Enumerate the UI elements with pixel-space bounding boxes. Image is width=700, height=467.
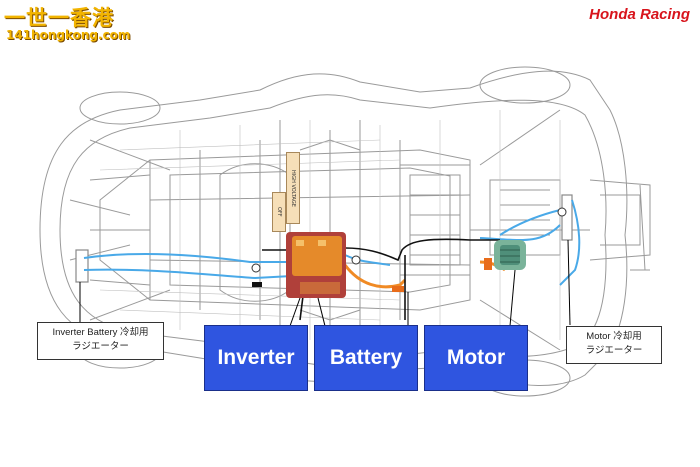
- connector: [484, 258, 492, 270]
- right-radiator-callout: Motor 冷却用 ラジエーター: [566, 326, 662, 364]
- left-radiator-shape: [75, 249, 89, 283]
- coolant-fittings: [251, 207, 567, 273]
- left-callout-line2: ラジエーター: [72, 341, 129, 352]
- brand-logo: Honda Racing: [589, 6, 690, 23]
- right-callout-line2: ラジエーター: [585, 345, 643, 356]
- voltage-tag-text: HIGH VOLTAGE: [290, 169, 296, 207]
- left-radiator-callout: Inverter Battery 冷却用 ラジエーター: [37, 322, 164, 360]
- motor-label: Motor: [424, 325, 528, 391]
- leader-lines: [79, 239, 571, 327]
- inverter-unit-body: [292, 236, 342, 276]
- voltage-tag-text: OFF: [276, 207, 282, 217]
- hv-cables: [343, 260, 506, 289]
- voltage-tag: OFF: [272, 192, 286, 232]
- coolant-lines: [83, 199, 581, 286]
- right-radiator-shape: [561, 194, 573, 241]
- connector: [252, 282, 262, 287]
- connector: [392, 286, 404, 292]
- watermark-title: 一世一香港: [4, 6, 114, 30]
- voltage-tag: HIGH VOLTAGE: [286, 152, 300, 224]
- battery-label: Battery: [314, 325, 418, 391]
- inverter-label: Inverter: [204, 325, 308, 391]
- left-callout-line1: Inverter Battery 冷却用: [52, 327, 149, 338]
- right-callout-line1: Motor 冷却用: [586, 331, 642, 342]
- watermark-url: 141hongkong.com: [6, 28, 131, 42]
